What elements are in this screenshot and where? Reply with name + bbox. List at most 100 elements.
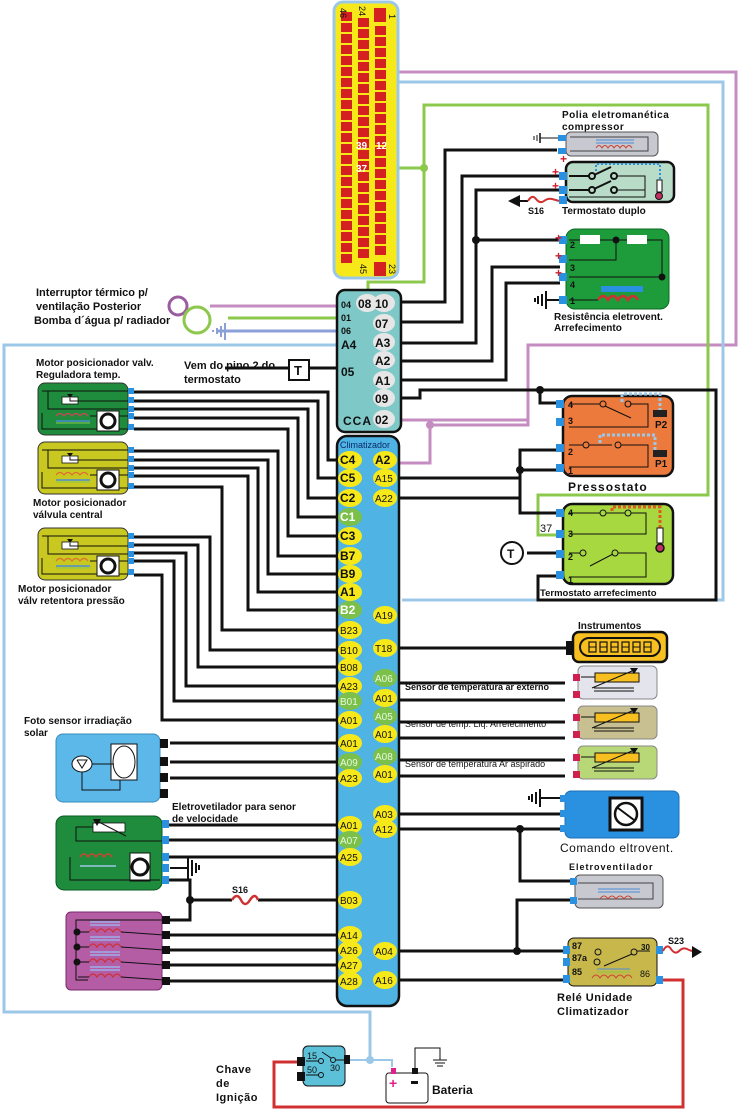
term-pin-4: 4 — [568, 508, 573, 518]
sensor-aspirado-label: Sensor de temperatura Ar aspirado — [405, 759, 545, 769]
connector-cell — [375, 235, 386, 244]
connector-cell — [341, 45, 352, 54]
interruptor-label-2: ventilação Posterior — [36, 301, 142, 313]
motor-retentora-label-1: Motor posicionador — [18, 584, 111, 595]
clim-pin-bubble — [338, 527, 362, 545]
connector-cell — [375, 26, 386, 35]
termostato-arrefecimento — [556, 502, 675, 586]
purple-coil-box — [65, 911, 170, 991]
clim-pin-bubble — [373, 669, 397, 687]
chave-ignicao — [297, 1045, 350, 1087]
connector-cell — [358, 249, 369, 258]
connector-cell — [358, 84, 369, 93]
clim-pin-bubble — [338, 956, 362, 974]
interruptor-termico-icon — [167, 295, 189, 317]
plus-icon: + — [555, 249, 562, 263]
interruptor-label-3: Bomba d´água p/ radiador — [34, 315, 171, 327]
connector-cell — [375, 103, 386, 112]
pressostato — [556, 392, 675, 478]
chave-pin-50: 50 — [307, 1065, 317, 1075]
connector-cell — [375, 81, 386, 90]
clim-pin-A19: A19 — [375, 611, 393, 622]
bateria-label: Bateria — [432, 1083, 473, 1097]
connector-cell — [375, 202, 386, 211]
sensor-p2-label: P2 — [655, 420, 668, 431]
clim-pin-bubble — [338, 711, 362, 729]
cca-pin-bubble — [373, 351, 395, 369]
connector-cell — [341, 56, 352, 65]
chave-label-2: de — [216, 1078, 230, 1090]
motor-central — [37, 441, 134, 495]
clim-pin-bubble — [338, 926, 362, 944]
connector-cell — [358, 161, 369, 170]
connector-cell — [358, 227, 369, 236]
connector-cell — [358, 183, 369, 192]
chave-pin-30: 30 — [330, 1063, 340, 1073]
connector-cell — [358, 117, 369, 126]
connector-cell — [374, 262, 386, 276]
clim-pin-bubble — [338, 621, 362, 639]
clim-pin-bubble — [338, 692, 362, 710]
clim-pin-C3: C3 — [340, 529, 356, 543]
connector-cell — [341, 144, 352, 153]
connector-cell — [341, 100, 352, 109]
clim-pin-B2: B2 — [340, 603, 356, 617]
clim-pin-A01: A01 — [340, 821, 358, 832]
connector-cell — [375, 224, 386, 233]
cca-pin-09: 09 — [375, 392, 389, 406]
connector-cell — [375, 125, 386, 134]
clim-pin-bubble — [338, 677, 362, 695]
connector-cell — [358, 216, 369, 225]
termostato-duplo-label: Termostato duplo — [562, 206, 646, 217]
cca-pin-bubble — [373, 371, 395, 389]
connector-cell — [341, 34, 352, 43]
fuse-s16-wire — [230, 894, 260, 906]
junction — [516, 825, 524, 833]
temp-sensor-icon — [500, 541, 524, 565]
polia-label-1: Polia eletromanética — [562, 110, 669, 121]
clim-pin-B10: B10 — [340, 646, 358, 657]
connector-cell — [341, 111, 352, 120]
clim-pin-bubble — [338, 734, 362, 752]
s16-arrow-icon — [508, 195, 560, 207]
connector-cell — [358, 139, 369, 148]
fuse-s16-label: S16 — [232, 885, 248, 895]
clim-pin-bubble — [373, 820, 397, 838]
connector-cell — [375, 70, 386, 79]
pin-37-label: 37 — [356, 164, 368, 175]
pin-1-label: 1 — [387, 14, 397, 19]
cca-pin-08: 08 — [358, 297, 372, 311]
connector-cell — [375, 246, 386, 255]
clim-pin-A28: A28 — [340, 977, 358, 988]
clim-pin-bubble — [338, 641, 362, 659]
polia-compressor — [533, 131, 659, 157]
connector-cell — [341, 67, 352, 76]
clim-pin-C4: C4 — [340, 453, 356, 467]
res-pin-3: 3 — [570, 263, 575, 273]
termostato-arref-label: Termostato arrefecimento — [540, 588, 657, 599]
clim-pin-C2: C2 — [340, 491, 356, 505]
clim-pin-A01: A01 — [375, 694, 393, 705]
connector-cell — [341, 210, 352, 219]
clim-pin-B01: B01 — [340, 697, 358, 708]
black-wires-left — [134, 366, 340, 983]
clim-pin-A06: A06 — [375, 674, 393, 685]
connector-cell — [375, 147, 386, 156]
clim-pin-bubble — [373, 469, 397, 487]
clim-pin-A26: A26 — [340, 946, 358, 957]
cca-pin-10: 10 — [375, 297, 389, 311]
resistencia-eletrovent — [559, 228, 670, 310]
t-box-label: T — [294, 363, 302, 378]
press-pin-2: 2 — [568, 447, 573, 457]
cca-pin-02: 02 — [375, 413, 389, 427]
clim-pin-A15: A15 — [375, 474, 393, 485]
res-pin-2: 2 — [570, 240, 575, 250]
motor-reguladora-label-1: Motor posicionador valv. — [36, 358, 154, 369]
clim-pin-bubble — [338, 816, 362, 834]
connector-cell — [358, 62, 369, 71]
connector-cell — [358, 106, 369, 115]
cca-pin-06: 06 — [341, 326, 351, 336]
plus-icon: + — [555, 231, 562, 245]
purple-wire — [210, 70, 738, 465]
clim-pin-bubble — [338, 547, 362, 565]
